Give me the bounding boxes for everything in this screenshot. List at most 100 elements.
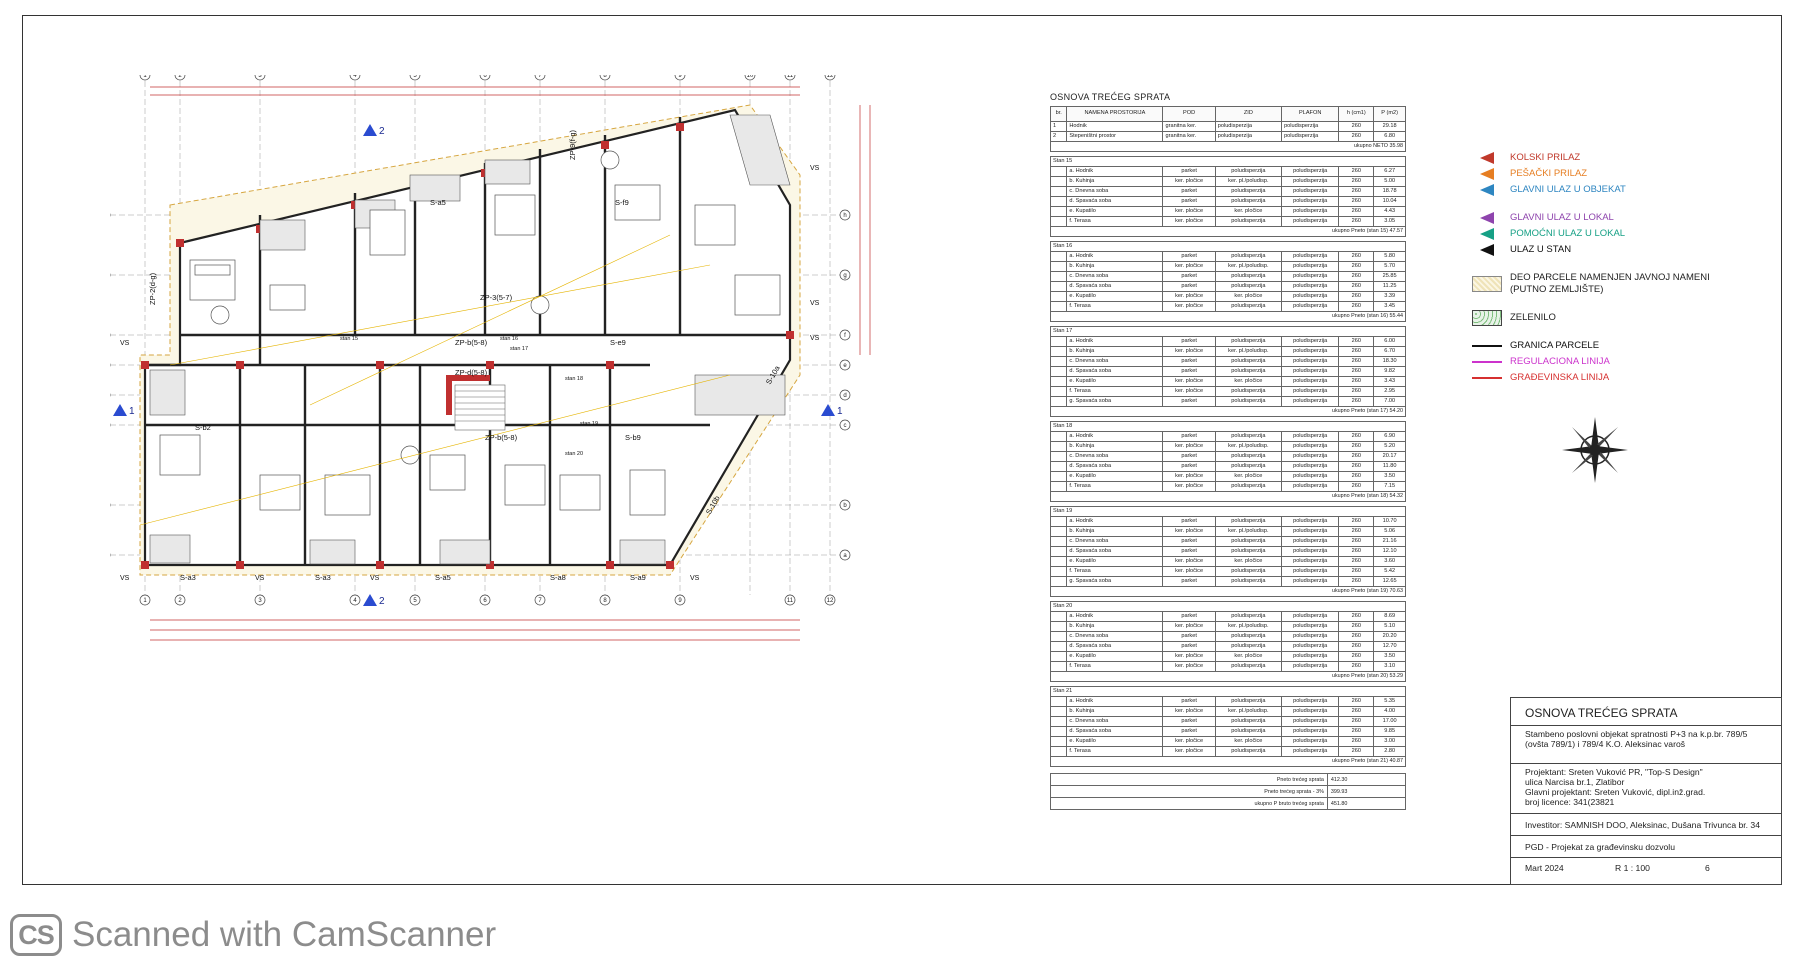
table-cell: 29.18 [1373,121,1406,132]
table-cell: 5.10 [1373,621,1406,632]
table-cell [1049,346,1068,357]
title-block-title: OSNOVA TREĆEG SPRATA [1511,698,1781,726]
table-cell [1049,556,1068,567]
table-cell: 260 [1338,611,1375,622]
plan-label: VS [370,575,380,582]
table-cell: 3.00 [1373,736,1406,747]
table-cell: 9.82 [1373,366,1406,377]
table-cell [1049,441,1068,452]
table-cell: poludisperzija [1281,566,1340,577]
table-cell: a. Hodnik [1066,336,1164,347]
table-cell: poludisperzija [1281,451,1340,462]
table-cell [1049,631,1068,642]
legend-item: REGULACIONA LINIJA [1472,354,1732,370]
table-cell: 10.70 [1373,516,1406,527]
table-cell: poludisperzija [1214,451,1283,462]
table-cell: 12.65 [1373,576,1406,587]
table-cell: 5.70 [1373,261,1406,272]
table-cell [1049,336,1068,347]
table-cell: d. Spavaća soba [1066,366,1164,377]
table-cell: c. Dnevna soba [1066,536,1164,547]
table-cell [1049,641,1068,652]
plan-label: ZP-2(d-g) [148,272,157,305]
section-mark-icon [363,124,377,136]
table-cell [1049,736,1068,747]
plan-label: VS [255,575,265,582]
table-cell: poludisperzija [1214,481,1283,492]
table-cell: poludisperzija [1281,251,1340,262]
plan-label: VS [120,340,130,347]
table-cell: ker. pločice [1162,176,1216,187]
plan-label: ZP-d(5-8) [455,368,488,377]
table-cell: parket [1162,716,1216,727]
table-cell [1049,516,1068,527]
table-cell: 20.17 [1373,451,1406,462]
table-cell: poludisperzija [1281,196,1340,207]
table-cell [1049,281,1068,292]
table-cell: 260 [1338,661,1375,672]
table-cell: poludisperzija [1214,536,1283,547]
designer-line: Projektant: Sreten Vuković PR, "Top-S De… [1525,767,1703,777]
table-cell: 3.05 [1373,216,1406,227]
table-cell: d. Spavaća soba [1066,461,1164,472]
table-cell: 260 [1338,536,1375,547]
table-cell: poludisperzija [1214,251,1283,262]
subtotal-cell: ukupno Pneto (stan 18) 54.32 [1050,491,1406,502]
table-cell: poludisperzija [1214,726,1283,737]
table-cell: ker. pločice [1162,261,1216,272]
table-cell: 260 [1338,696,1375,707]
title-block-date: Mart 2024 [1525,863,1564,873]
axis-right-circle [839,419,851,431]
plan-label: VS [690,575,700,582]
table-cell: a. Hodnik [1066,251,1164,262]
table-cell: 260 [1338,336,1375,347]
table-cell: 260 [1338,576,1375,587]
table-header-1: NAMENA PROSTORIJA [1066,106,1164,122]
axis-right-label: b [843,503,847,509]
apartment-name: Stan 15 [1050,156,1406,167]
table-cell: ker. pločice [1214,736,1283,747]
table-cell: parket [1162,281,1216,292]
axis-bottom-circle [409,594,421,606]
table-cell: parket [1162,516,1216,527]
table-cell: 5.42 [1373,566,1406,577]
legend-label: REGULACIONA LINIJA [1510,356,1610,367]
table-cell: poludisperzija [1214,546,1283,557]
legend-swatch-hatch [1472,276,1502,292]
table-cell: c. Dnevna soba [1066,451,1164,462]
table-cell: ker. pločice [1162,621,1216,632]
table-cell: ker. pločice [1162,556,1216,567]
table-header-6: P (m2) [1373,106,1406,122]
table-header-0: br. [1049,106,1068,122]
legend-item: ULAZ U STAN [1472,242,1732,258]
plan-label: S-a8 [550,573,566,582]
north-arrow-icon [1562,417,1628,483]
table-cell: poludisperzija [1281,621,1340,632]
table-cell: poludisperzija [1281,271,1340,282]
table-cell: poludisperzija [1214,281,1283,292]
apartment-row: Stan 19 [1050,506,1406,517]
table-cell: parket [1162,546,1216,557]
axis-bottom-circle [139,594,151,606]
table-cell: parket [1162,641,1216,652]
table-cell: f. Terasa [1066,566,1164,577]
table-cell [1049,166,1068,177]
table-cell: poludisperzija [1214,196,1283,207]
table-cell: e. Kupatilo [1066,376,1164,387]
table-cell: 260 [1338,131,1375,142]
table-cell: a. Hodnik [1066,696,1164,707]
table-cell: 18.78 [1373,186,1406,197]
legend-item: DEO PARCELE NAMENJEN JAVNOJ NAMENI (PUTN… [1472,270,1732,298]
section-mark-icon [363,594,377,606]
table-cell: parket [1162,186,1216,197]
table-cell: 25.85 [1373,271,1406,282]
total-label: Pneto trećeg sprata [1050,773,1328,786]
